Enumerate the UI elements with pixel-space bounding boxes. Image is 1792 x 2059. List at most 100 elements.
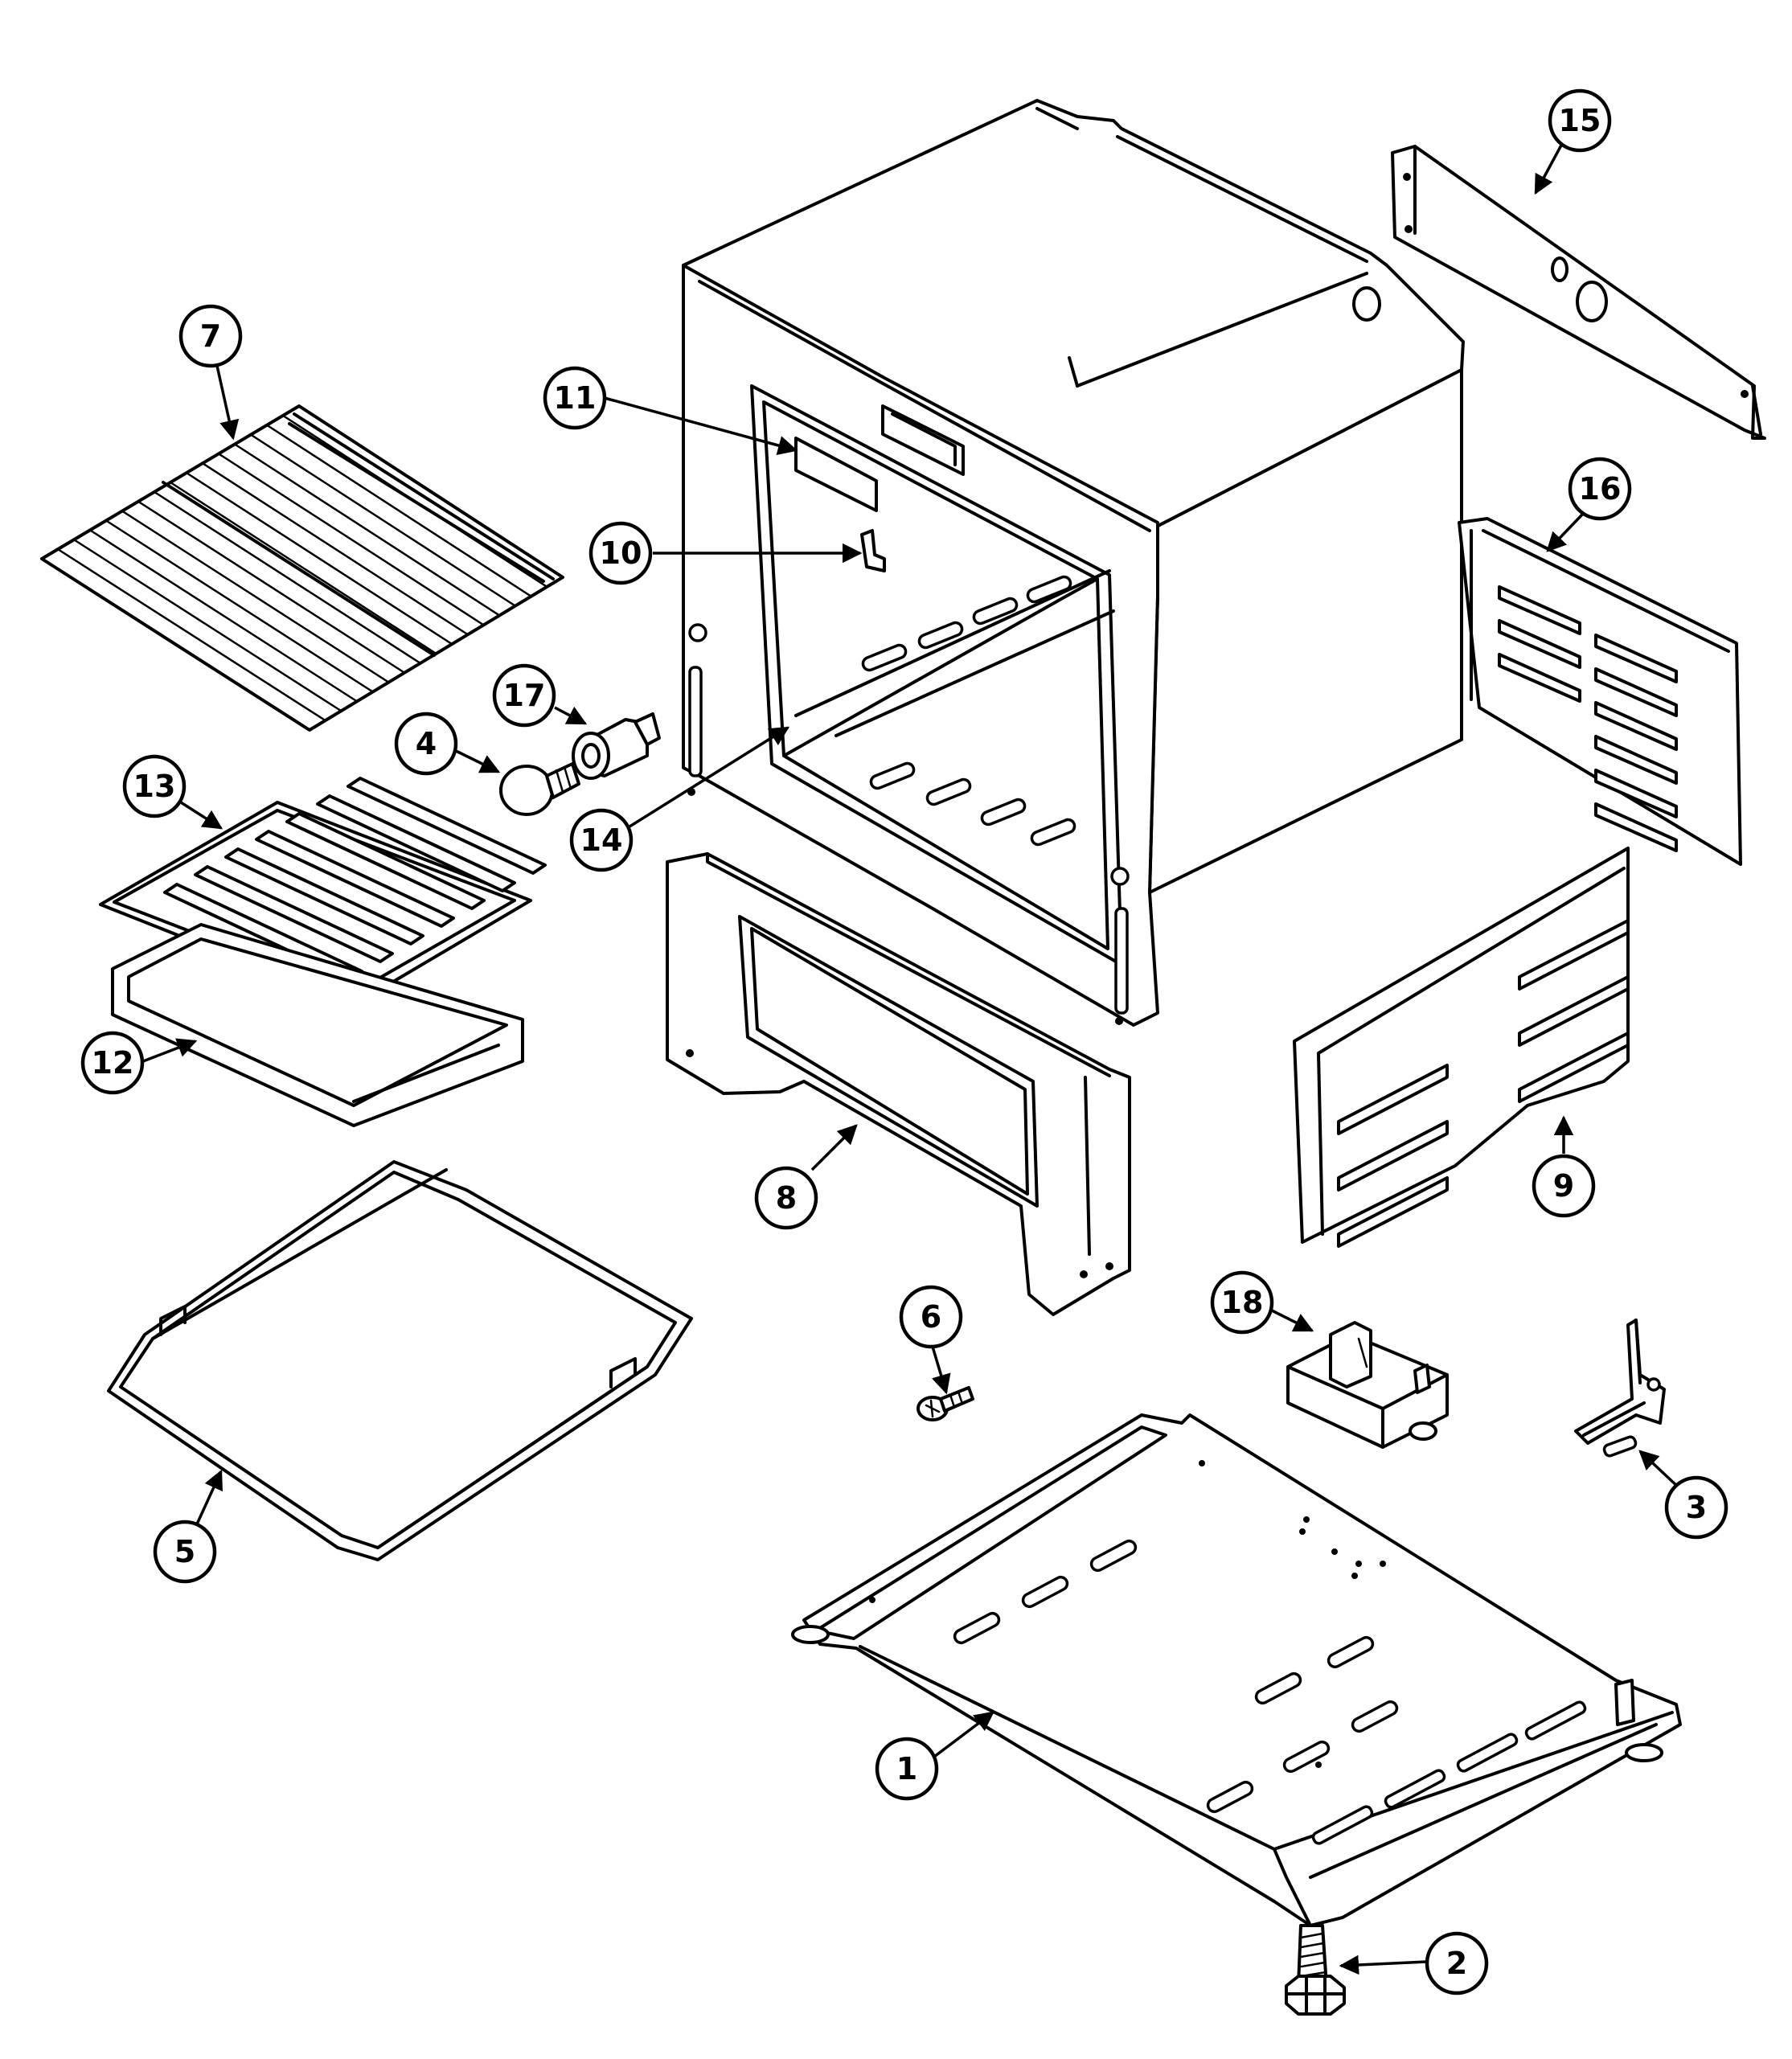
callout-15-label: 15 [1559,103,1601,138]
louver [1518,1032,1630,1103]
part-5-oven-bottom-tray [107,1160,693,1561]
callout-6: 6 [899,1285,963,1349]
rack-slot [980,798,1027,826]
callout-14-label: 14 [580,822,623,858]
louver [1498,653,1581,703]
rack-bar [281,414,548,589]
rack-slot [1026,575,1072,604]
base-slot [1327,1635,1375,1669]
part-15-back-panel [1391,145,1766,440]
leader-11 [604,396,798,456]
louver [1498,585,1581,635]
part-17-light-socket [572,712,661,780]
louver [1594,769,1678,818]
part-3-bracket [1574,1319,1666,1458]
callout-3-label: 3 [1686,1490,1707,1525]
base-slot [953,1611,1001,1645]
callout-8-label: 8 [776,1180,797,1216]
base-slot [1021,1575,1069,1609]
base-slot [1282,1740,1331,1774]
louver [1594,634,1678,683]
callout-4-label: 4 [416,726,437,761]
callout-2: 2 [1425,1931,1489,1995]
part-4-light-bulb [499,762,580,816]
callout-15: 15 [1548,88,1612,153]
callout-7: 7 [178,304,243,368]
leader-6 [931,1346,951,1395]
part-6-screw [917,1386,974,1421]
rack-bar [105,519,374,693]
louver [1594,802,1678,852]
leader-7 [215,365,240,441]
rack-slot [972,597,1019,625]
part-7-oven-rack [40,404,564,732]
leader-14 [626,726,790,830]
leader-17 [554,706,588,725]
leader-lines [142,140,1682,1975]
broiler-rib [224,847,424,945]
part-12-broiler-pan [111,923,524,1127]
rack-bar [88,529,359,703]
part-1-base-pan [791,1413,1682,1927]
rack-bar [137,500,406,674]
rack-slot [861,643,908,672]
leader-15 [1534,140,1565,195]
leader-12 [142,1038,198,1063]
callout-13: 13 [122,754,187,818]
leader-5 [194,1469,223,1528]
rack-bar [233,443,501,617]
front-vent-slot [1524,1700,1587,1741]
rack-bar [56,548,326,722]
rack-slot [1030,818,1076,847]
callout-10: 10 [588,521,653,585]
broiler-rib [255,830,455,928]
callout-9: 9 [1532,1154,1596,1218]
rack-bar [265,424,532,597]
leader-16 [1546,513,1584,552]
callout-7-label: 7 [200,318,221,354]
leader-3 [1638,1450,1682,1491]
base-slot [1254,1671,1302,1705]
leader-8 [810,1124,858,1171]
callout-1: 1 [875,1737,939,1801]
rack-bar [249,433,517,607]
callout-9-label: 9 [1553,1168,1574,1204]
rack-bar [121,510,390,683]
louver [1337,1064,1449,1135]
front-vent-slot [1456,1733,1519,1773]
base-slot [1206,1780,1254,1814]
rack-slot [869,761,916,790]
callout-12: 12 [80,1031,145,1095]
front-vent-slot [1311,1805,1374,1845]
louver [1337,1176,1449,1248]
louver [1337,1120,1449,1192]
louver [1594,701,1678,751]
callout-1-label: 1 [896,1751,917,1786]
callout-2-label: 2 [1446,1946,1467,1981]
part-11-label-plate [794,437,878,512]
part-16-side-panel [1458,517,1742,866]
rack-bar [185,471,453,646]
callout-12-label: 12 [92,1045,134,1081]
callout-14: 14 [569,808,634,872]
callout-5-label: 5 [174,1534,195,1569]
base-rib-inner [1058,1532,1386,1720]
base-slot [1089,1539,1138,1573]
part-14-oven-cavity [682,99,1465,1027]
part-18-transformer [1286,1321,1449,1449]
rack-bar [169,481,437,655]
part-9-side-panel [1293,847,1630,1248]
louver [1518,919,1630,991]
leader-13 [180,801,223,830]
callout-6-label: 6 [921,1299,941,1335]
broiler-rib [347,777,547,875]
broiler-rib [285,812,486,910]
base-rib-inner [1138,1500,1442,1676]
callout-16: 16 [1568,457,1632,521]
part-2-leveling-leg [1285,1924,1346,2016]
callout-3: 3 [1664,1475,1728,1540]
callout-17-label: 17 [503,678,546,713]
callout-17: 17 [492,663,556,728]
front-vent-slot [1384,1769,1446,1809]
